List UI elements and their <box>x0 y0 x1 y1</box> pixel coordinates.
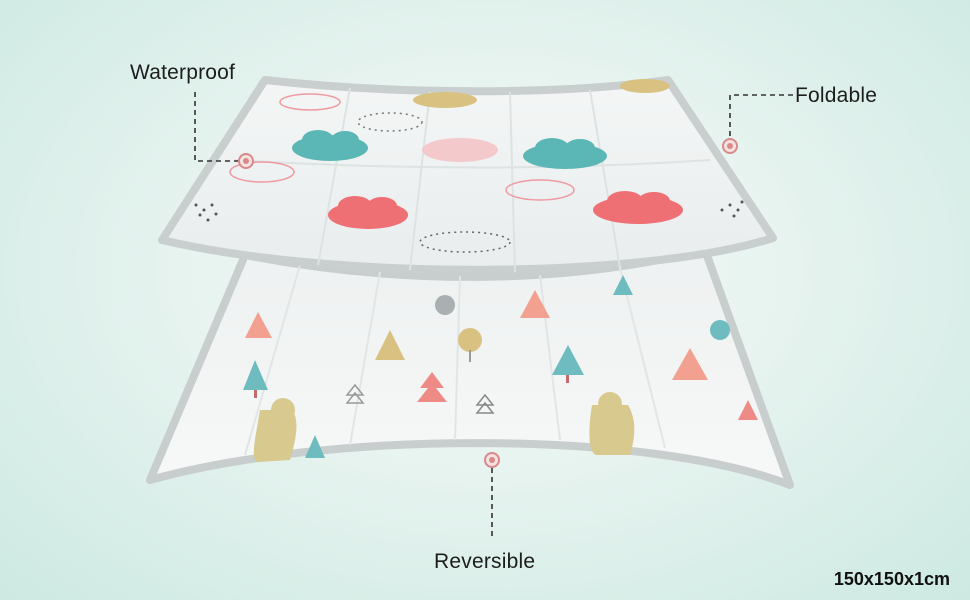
waterproof-label: Waterproof <box>130 61 236 84</box>
bottom-mat <box>146 246 794 489</box>
reversible-label: Reversible <box>434 550 536 573</box>
callout-waterproof <box>194 92 254 169</box>
callout-foldable <box>722 94 793 154</box>
cloud-decorations <box>229 79 683 253</box>
size-label: 150x150x1cm <box>833 569 950 589</box>
callout-reversible <box>484 452 500 540</box>
tree-decorations <box>243 275 758 458</box>
bear-decorations <box>253 392 635 462</box>
top-mat <box>158 76 777 274</box>
foldable-label: Foldable <box>795 84 878 107</box>
dot-decorations <box>194 200 744 222</box>
